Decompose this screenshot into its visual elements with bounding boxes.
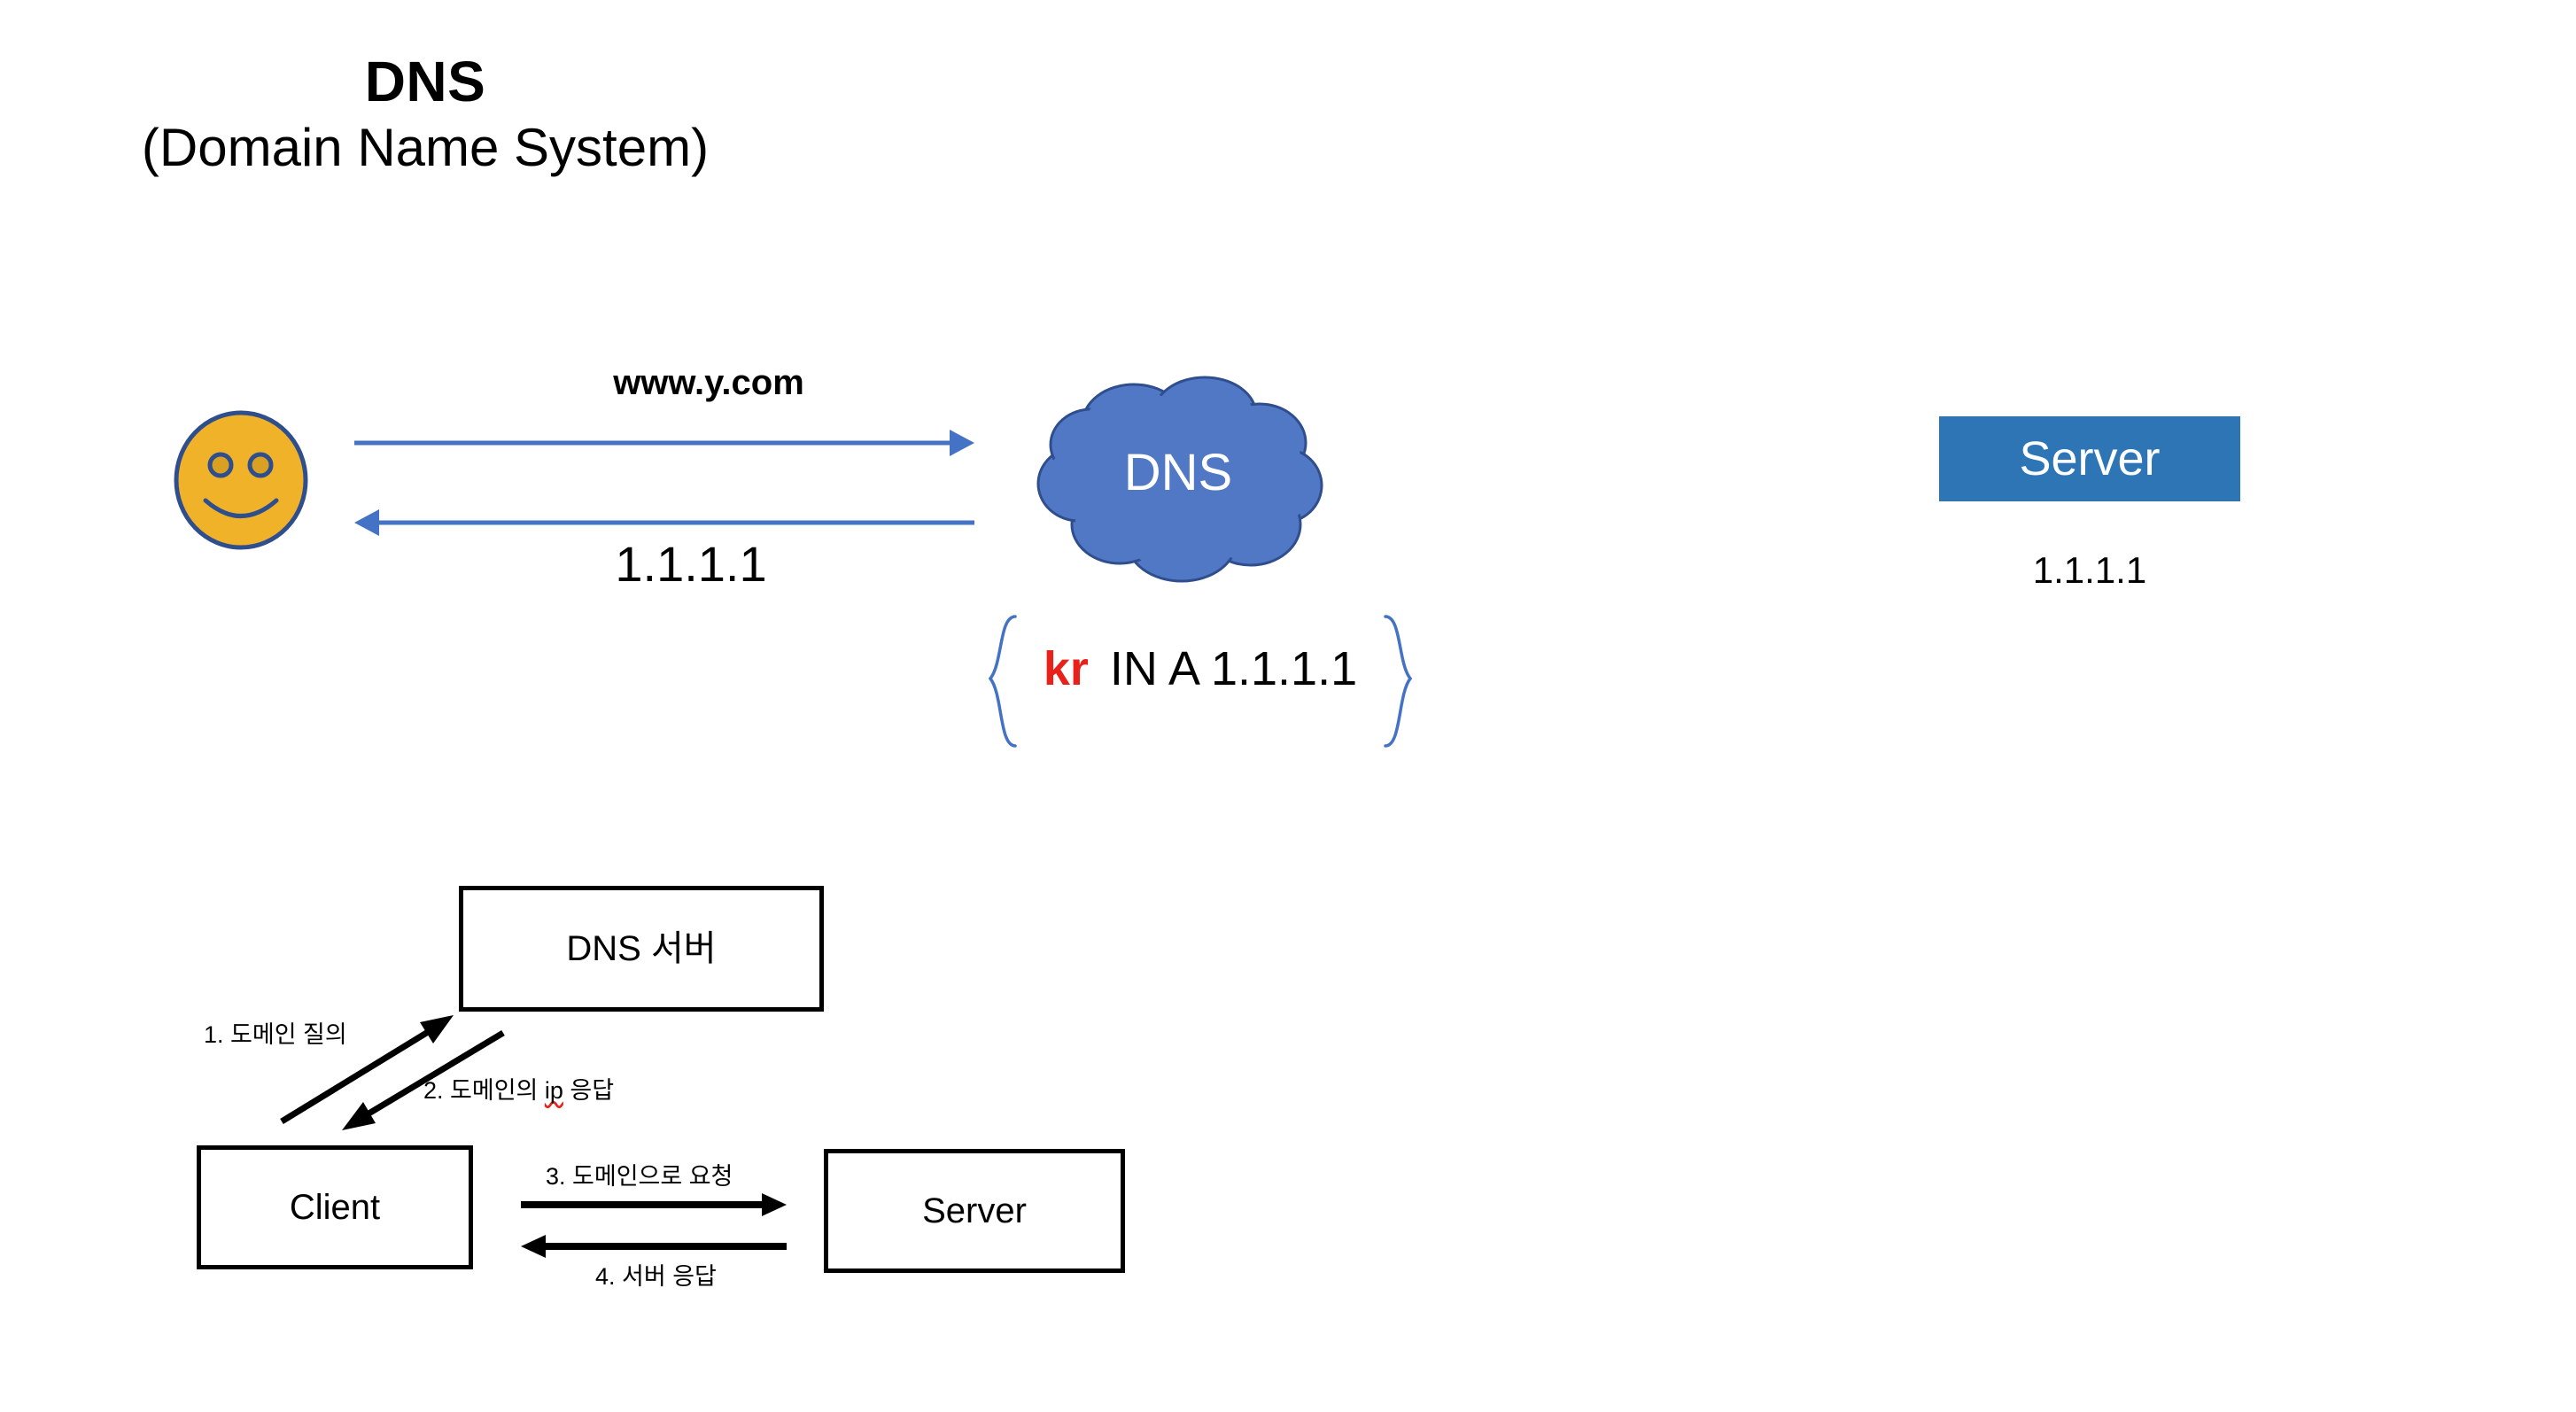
diagonal-arrows: [280, 1015, 505, 1130]
flow-label-step4: 4. 서버 응답: [595, 1263, 717, 1290]
dns-cloud-icon: [1036, 376, 1323, 583]
request-label: www.y.com: [613, 363, 804, 402]
flow-box-client: Client: [197, 1145, 473, 1269]
response-label: 1.1.1.1: [615, 536, 767, 592]
server-box-label: Server: [2019, 432, 2161, 485]
flow-box-dns-server-label: DNS 서버: [566, 929, 717, 968]
dns-record: kr IN A 1.1.1.1: [983, 629, 1417, 709]
record-zone-label: kr: [1043, 642, 1089, 695]
flow-label-step2-suffix: 응답: [563, 1077, 615, 1104]
response-arrow-step4: [521, 1235, 787, 1258]
flow-label-step3: 3. 도메인으로 요청: [546, 1163, 733, 1190]
server-ip-label: 1.1.1.1: [2032, 549, 2147, 591]
flow-label-step1: 1. 도메인 질의: [204, 1021, 347, 1048]
title-subtitle: (Domain Name System): [141, 118, 710, 177]
flow-box-client-label: Client: [289, 1188, 381, 1227]
flow-box-dns-server: DNS 서버: [459, 886, 824, 1012]
smiley-face-icon: [174, 410, 308, 550]
flow-label-step2: 2. 도메인의 ip 응답: [423, 1079, 614, 1103]
request-arrow-step3: [521, 1193, 787, 1216]
flow-box-server: Server: [824, 1149, 1125, 1273]
record-rdata-label: IN A 1.1.1.1: [1109, 642, 1358, 695]
record-braces: [988, 615, 1413, 748]
flow-label-step2-misspelled: ip: [544, 1077, 563, 1104]
title-main: DNS: [364, 50, 486, 113]
flow-box-server-label: Server: [922, 1191, 1027, 1230]
request-arrow: [354, 430, 974, 456]
response-arrow: [354, 509, 974, 536]
server-box: Server: [1939, 416, 2240, 501]
flow-label-step2-prefix: 2. 도메인의: [423, 1077, 545, 1104]
page-title: DNS (Domain Name System): [115, 53, 735, 178]
